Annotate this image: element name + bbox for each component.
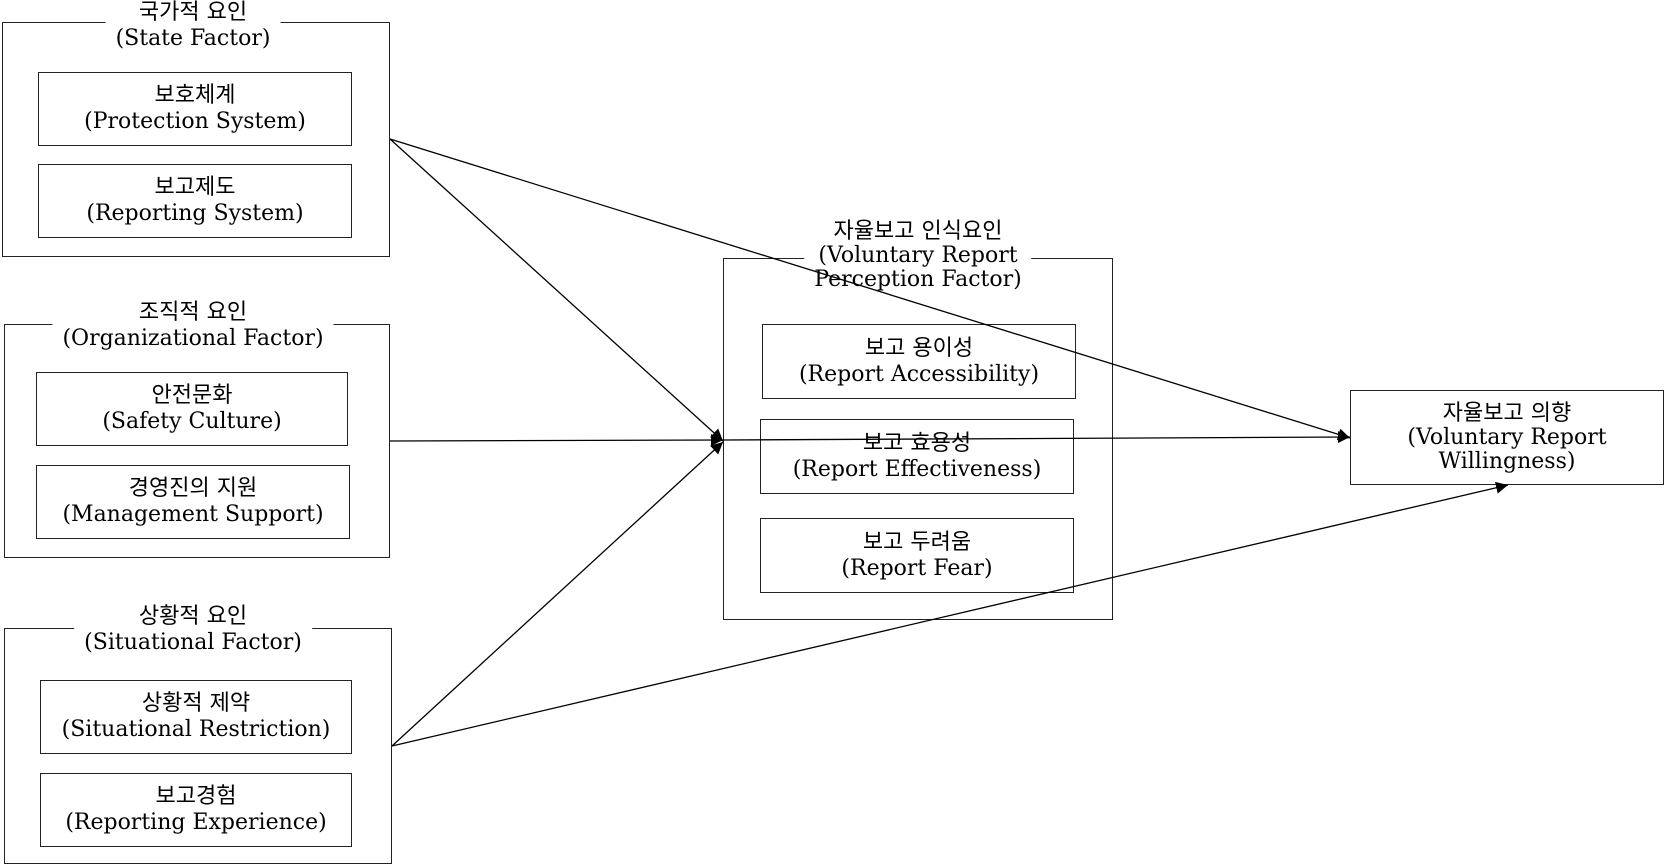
reporting-system-box: 보고제도 (Reporting System) (38, 164, 352, 238)
safety-culture-box: 안전문화 (Safety Culture) (36, 372, 348, 446)
management-support-box: 경영진의 지원 (Management Support) (36, 465, 350, 539)
state-factor-title: 국가적 요인 (State Factor) (105, 0, 281, 52)
arrow-situ-to-willingness (391, 481, 1509, 747)
reporting-experience-box: 보고경험 (Reporting Experience) (40, 773, 352, 847)
situational-factor-title: 상황적 요인 (Situational Factor) (74, 604, 312, 656)
organizational-factor-title: 조직적 요인 (Organizational Factor) (52, 300, 334, 352)
arrow-perception-to-willingness (722, 431, 1351, 444)
report-effectiveness-box: 보고 효용성 (Report Effectiveness) (760, 419, 1074, 494)
report-fear-box: 보고 두려움 (Report Fear) (760, 518, 1074, 593)
situational-restriction-box: 상황적 제약 (Situational Restriction) (40, 680, 352, 754)
arrow-org-to-perception (389, 434, 724, 447)
arrow-state-to-willingness (389, 138, 1351, 441)
arrow-situ-to-perception (391, 441, 724, 747)
arrow-state-to-perception (389, 138, 724, 442)
protection-system-box: 보호체계 (Protection System) (38, 72, 352, 146)
voluntary-report-willingness-box: 자율보고 의향 (Voluntary Report Willingness) (1350, 390, 1664, 485)
